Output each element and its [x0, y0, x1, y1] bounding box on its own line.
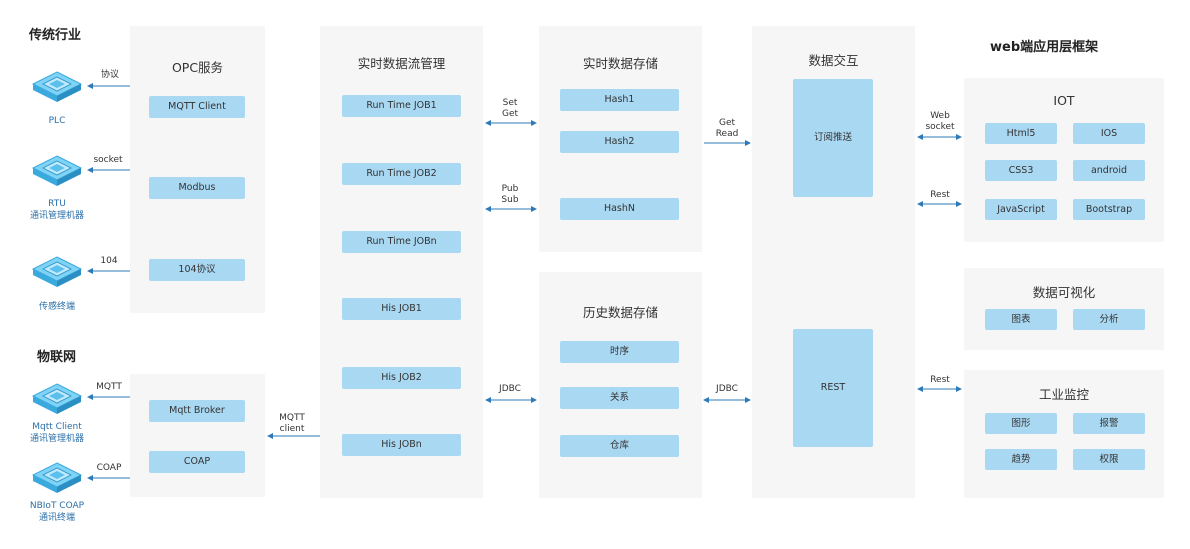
rest-box: REST [793, 329, 873, 447]
iot-title: IOT [1053, 93, 1075, 108]
history-item: 关系 [560, 387, 679, 409]
link-label-set-get: Set Get [501, 98, 519, 119]
monitor-item: 图形 [985, 413, 1057, 434]
device-chip-icon [29, 251, 85, 291]
stream-job: His JOBn [342, 434, 461, 456]
stream-job: Run Time JOBn [342, 231, 461, 253]
link-label-jdbc-right: JDBC [716, 384, 738, 394]
link-label-mqtt-client: MQTT client [279, 413, 305, 434]
viz-title: 数据可视化 [1032, 285, 1096, 300]
viz-item: 分析 [1073, 309, 1145, 330]
broker-item: Mqtt Broker [149, 400, 245, 422]
section-web-framework: web端应用层框架 [990, 40, 1099, 55]
section-traditional: 传统行业 [29, 28, 82, 43]
stream-job: Run Time JOB2 [342, 163, 461, 185]
realtime-item: Hash2 [560, 131, 679, 153]
realtime-title: 实时数据存储 [582, 56, 658, 71]
link-label-mqtt: MQTT [96, 382, 122, 392]
subscribe-push-box: 订阅推送 [793, 79, 873, 197]
device-label: 传感终端 [38, 302, 75, 312]
device-label: PLC [48, 116, 66, 126]
link-label-get-read: Get Read [715, 118, 739, 139]
history-item: 时序 [560, 341, 679, 363]
device-label: RTU 通讯管理机器 [29, 199, 84, 221]
iot-item: Bootstrap [1073, 199, 1145, 220]
section-iot-network: 物联网 [37, 350, 77, 365]
realtime-item: Hash1 [560, 89, 679, 111]
link-label-coap: COAP [96, 463, 122, 473]
link-label-pub-sub: Pub Sub [501, 184, 519, 205]
link-label-socket: socket [93, 155, 123, 165]
history-storage-panel [539, 272, 702, 498]
monitor-item: 报警 [1073, 413, 1145, 434]
link-label-protocol: 协议 [100, 70, 119, 80]
monitor-title: 工业监控 [1038, 387, 1089, 402]
iot-item: android [1073, 160, 1145, 181]
opc-title: OPC服务 [171, 60, 224, 75]
iot-item: IOS [1073, 123, 1145, 144]
device-chip-icon [29, 150, 85, 190]
device-chip-icon [29, 457, 85, 497]
history-title: 历史数据存储 [582, 305, 658, 320]
iot-item: Html5 [985, 123, 1057, 144]
viz-item: 图表 [985, 309, 1057, 330]
device-chip-icon [29, 66, 85, 106]
device-chip-icon [29, 378, 85, 418]
iot-item: CSS3 [985, 160, 1057, 181]
link-label-rest-2: Rest [930, 375, 950, 385]
link-label-jdbc-left: JDBC [499, 384, 521, 394]
broker-panel [130, 374, 265, 497]
monitor-item: 权限 [1073, 449, 1145, 470]
stream-title: 实时数据流管理 [357, 56, 446, 71]
stream-job: His JOB1 [342, 298, 461, 320]
link-label-rest-1: Rest [930, 190, 950, 200]
opc-item: Modbus [149, 177, 245, 199]
monitor-item: 趋势 [985, 449, 1057, 470]
opc-item: MQTT Client [149, 96, 245, 118]
iot-item: JavaScript [985, 199, 1057, 220]
device-label: NBIoT COAP 通讯终端 [29, 501, 85, 523]
realtime-item: HashN [560, 198, 679, 220]
opc-item: 104协议 [149, 259, 245, 281]
exchange-title: 数据交互 [808, 53, 859, 68]
monitor-panel [964, 370, 1164, 498]
broker-item: COAP [149, 451, 245, 473]
stream-job: Run Time JOB1 [342, 95, 461, 117]
link-label-104: 104 [100, 256, 118, 266]
link-label-websocket: Web socket [925, 111, 955, 132]
history-item: 仓库 [560, 435, 679, 457]
device-label: Mqtt Client 通讯管理机器 [29, 422, 84, 444]
stream-job: His JOB2 [342, 367, 461, 389]
